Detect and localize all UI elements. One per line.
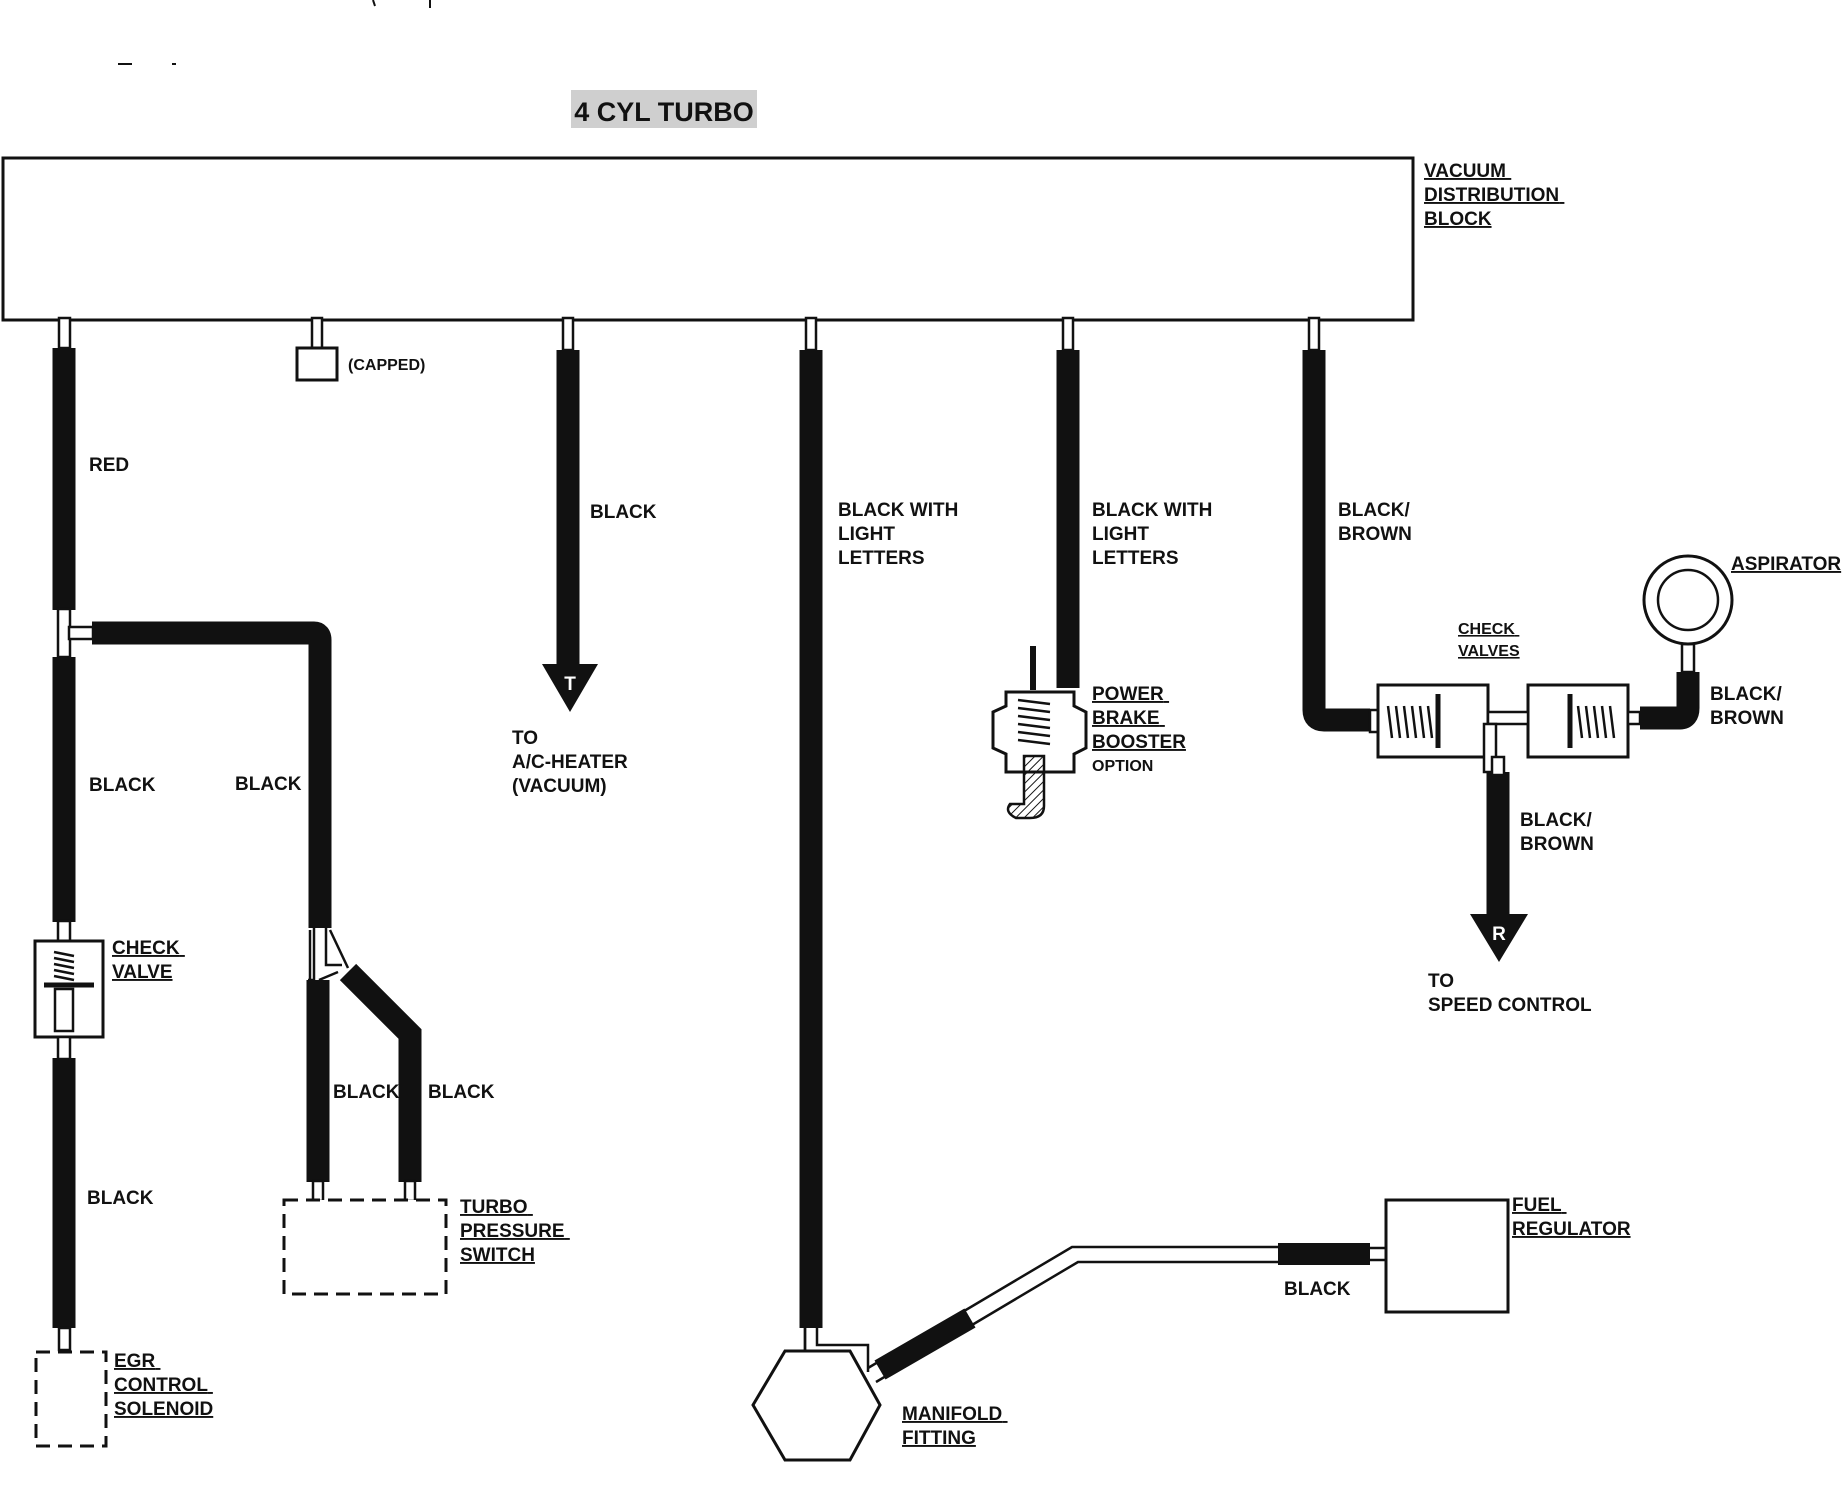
brake-booster-label: POWER BRAKE BOOSTER [1092,684,1186,753]
turbo-switch-label: TURBO PRESSURE SWITCH [460,1197,570,1266]
black-hose-turbo-b-label: BLACK [428,1082,495,1103]
black-hose-turbo-feed-label: BLACK [235,774,302,795]
black-brown-speed-label: BLACK/ BROWN [1520,810,1597,855]
title-text: 4 CYL TURBO [574,97,754,127]
check-valves-assembly [1368,683,1642,774]
black-brown-main-label: BLACK/ BROWN [1338,500,1415,545]
capped-port [295,346,339,382]
capped-label: (CAPPED) [348,357,425,374]
black-hose-turbo-feed [92,621,332,928]
fuel-regulator-label: FUEL REGULATOR [1512,1195,1631,1240]
check-valves-label: CHECK VALVES [1458,621,1520,660]
black-hose-ac-label: BLACK [590,502,657,523]
black-hose-left-label: BLACK [89,775,156,796]
black-hose-egr-label: BLACK [87,1188,154,1209]
aspirator-label: ASPIRATOR [1731,554,1841,575]
aspirator [1642,554,1734,674]
block-label: VACUUM DISTRIBUTION BLOCK [1424,161,1564,230]
black-light-hose-2-label: BLACK WITH LIGHT LETTERS [1092,500,1218,569]
check-valve-label: CHECK VALVE [112,938,185,983]
black-hose-turbo-a-label: BLACK [333,1082,400,1103]
port-stubs [57,316,1321,352]
scan-marks [118,0,431,65]
fuel-regulator [1384,1198,1510,1314]
fuel-line-tube [867,1245,1282,1384]
ac-heater-label: TO A/C-HEATER (VACUUM) [512,728,633,797]
black-brown-hose-aspirator [1640,672,1700,730]
y-fitting [308,928,350,982]
red-hose-label: RED [89,455,129,476]
black-hose-manifold-short [874,1308,976,1380]
ac-marker [542,664,598,712]
ac-marker-letter: T [564,674,576,695]
turbo-pressure-switch [282,1179,448,1296]
black-brown-aspirator-label: BLACK/ BROWN [1710,684,1787,729]
speed-marker-letter: R [1492,924,1506,945]
vacuum-distribution-block [1,156,1415,322]
egr-control-solenoid [34,1326,108,1448]
valve-spring [53,950,75,982]
speed-marker [1470,914,1528,962]
manifold-fitting [751,1328,882,1462]
tee-fitting [56,607,95,659]
black-hose-fuel-label: BLACK [1284,1279,1351,1300]
egr-solenoid-label: EGR CONTROL SOLENOID [114,1351,213,1420]
power-brake-booster [991,646,1088,820]
speed-control-label: TO SPEED CONTROL [1428,971,1592,1016]
check-valve [33,919,105,1061]
brake-option-label: OPTION [1092,758,1153,775]
manifold-label: MANIFOLD FITTING [902,1404,1008,1449]
black-light-hose-1-label: BLACK WITH LIGHT LETTERS [838,500,964,569]
diagram-title: 4 CYL TURBO [571,90,757,128]
black-brown-hose-main [1302,350,1370,732]
black-hose-turbo-b [339,963,422,1182]
